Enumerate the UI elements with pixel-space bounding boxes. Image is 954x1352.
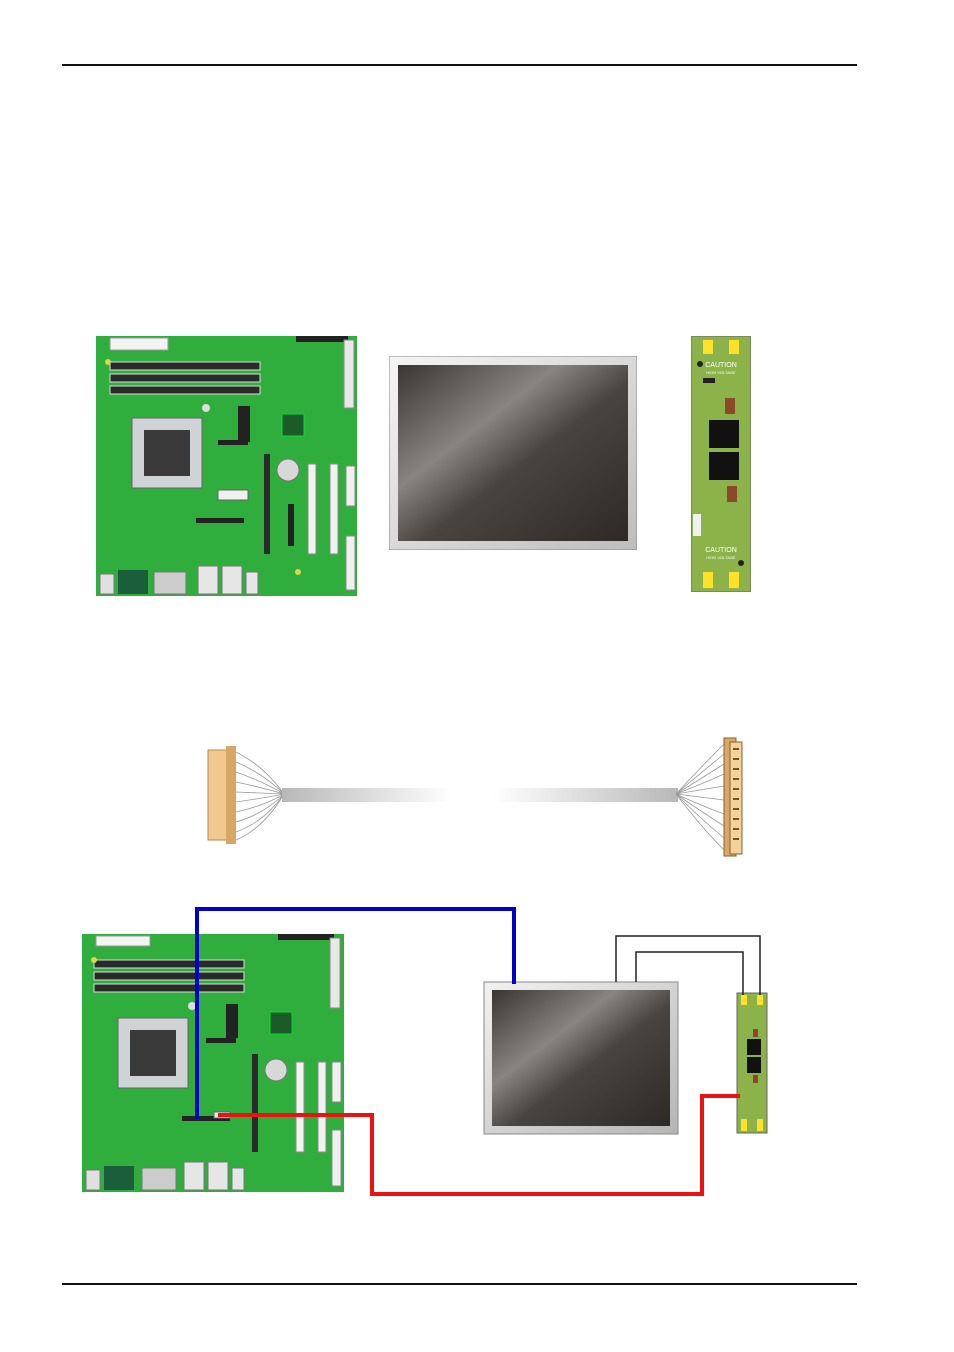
- inverter-small-image: [737, 993, 767, 1133]
- inverter-caution-top: CAUTION: [705, 362, 737, 369]
- connection-diagram: [0, 900, 954, 1210]
- inverter-caution-bottom-sub: HIGH VOLTAGE: [706, 555, 736, 560]
- inverter-caution-bottom: CAUTION: [705, 547, 737, 554]
- lcd-panel-image: [389, 356, 637, 550]
- motherboard-image: [96, 336, 357, 596]
- lcd-panel-small-image: [484, 982, 678, 1134]
- inverter-board-image: CAUTION HIGH VOLTAGE CAUTION HIGH VOLTAG…: [691, 336, 751, 592]
- inverter-caution-top-sub: HIGH VOLTAGE: [706, 370, 736, 375]
- motherboard-small-image: [82, 934, 344, 1192]
- footer-rule: [62, 1283, 857, 1285]
- lvds-cable-image: [204, 736, 752, 860]
- header-rule: [62, 64, 857, 66]
